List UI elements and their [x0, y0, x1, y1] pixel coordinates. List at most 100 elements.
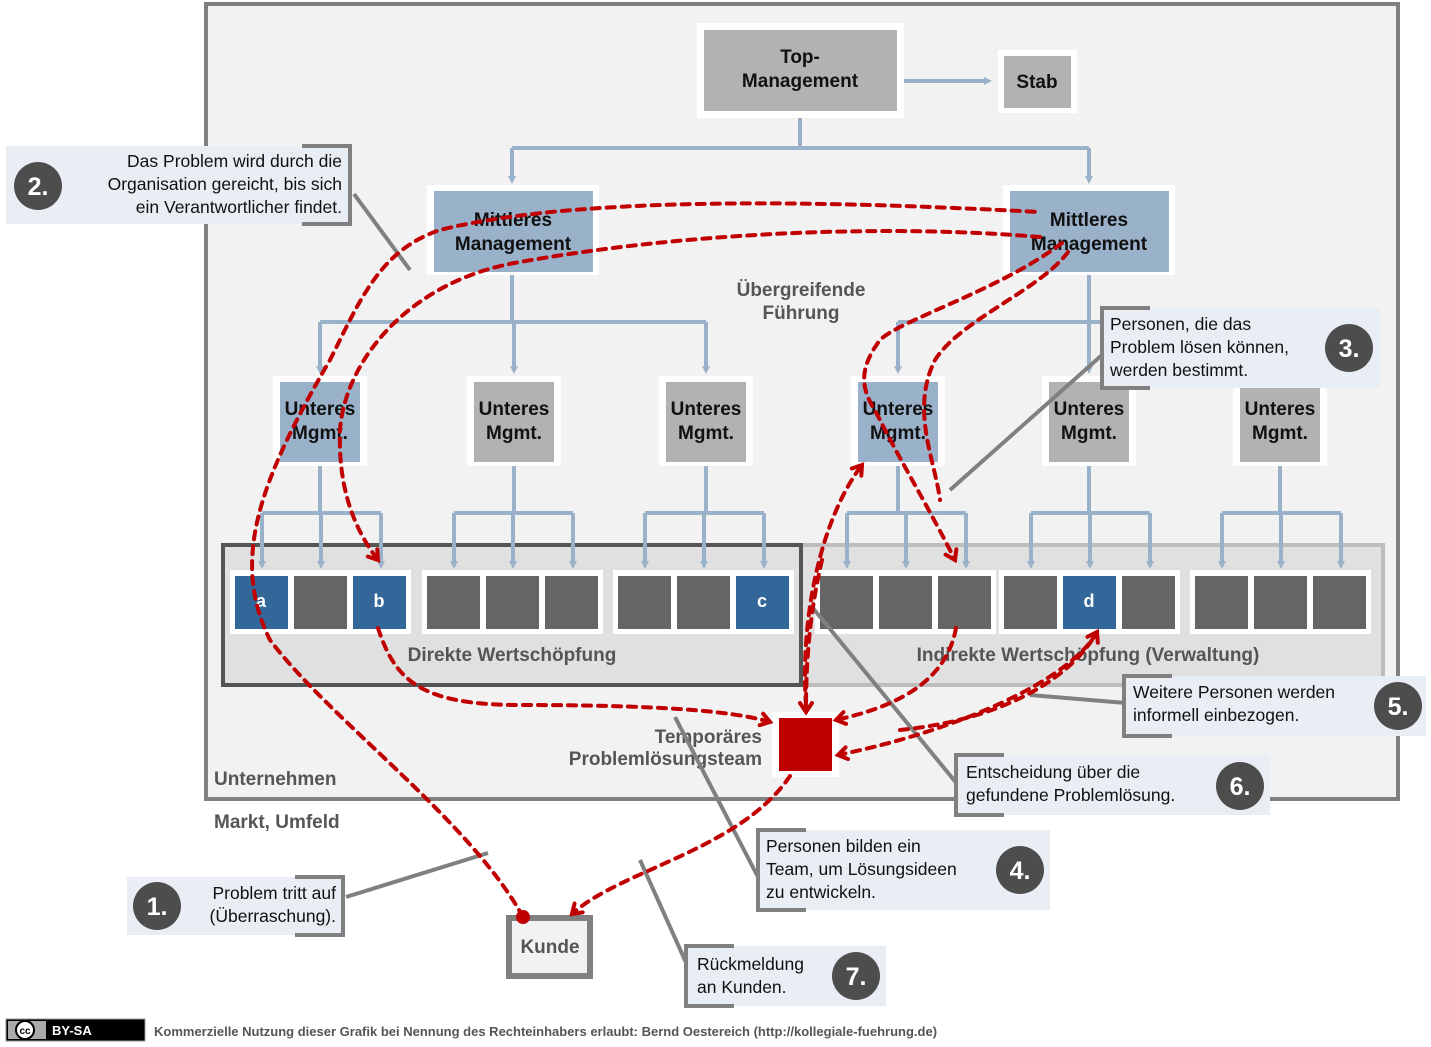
employee-cell: [294, 576, 347, 629]
step-badge: [133, 882, 181, 930]
customer-box: Kunde: [506, 915, 593, 979]
callout-text-line: Problem tritt auf: [212, 883, 336, 903]
overarching-label-2: Führung: [762, 303, 839, 324]
lower-connectors: [258, 462, 1345, 569]
employee-cell: [938, 576, 991, 629]
callout-text-line: Team, um Lösungsideen: [766, 859, 957, 879]
callout-text-line: an Kunden.: [697, 977, 787, 997]
middle-management-right: Mittleres Management: [1003, 185, 1175, 275]
license-label: BY-SA: [52, 1023, 92, 1038]
employee-d: d: [1063, 576, 1116, 629]
callout-text-line: werden bestimmt.: [1109, 360, 1248, 380]
footer-attribution: Kommerzielle Nutzung dieser Grafik bei N…: [154, 1024, 937, 1039]
top-management-label-1: Top-: [780, 47, 820, 68]
employee-b: b: [353, 576, 406, 629]
staff-label: Stab: [1016, 72, 1057, 93]
temp-team-square: [779, 718, 832, 771]
step-badge: [1374, 682, 1422, 730]
callout-text-line: gefundene Problemlösung.: [966, 785, 1175, 805]
flow-middle-right-loop: [922, 250, 1070, 502]
callout-step-1: 1.Problem tritt auf(Überraschung).: [127, 875, 345, 937]
middle-left-label-2: Management: [455, 234, 572, 255]
callout-text-line: Entscheidung über die: [966, 762, 1140, 782]
callout-text-line: ein Verantwortlicher findet.: [136, 197, 342, 217]
temp-team-label-2: Problemlösungsteam: [569, 749, 762, 770]
lower-management-label-2: Mgmt.: [1252, 423, 1308, 444]
callout-text-line: Organisation gereicht, bis sich: [108, 174, 342, 194]
lower-management-label-2: Mgmt.: [678, 423, 734, 444]
cc-icon: [15, 1020, 35, 1040]
employee-c: c: [736, 576, 789, 629]
overarching-label-1: Übergreifende: [737, 280, 866, 301]
lower-management-label-1: Unteres: [479, 399, 550, 420]
callout-pointers: [345, 192, 1127, 968]
step-badge: [996, 846, 1044, 894]
flow-unteres-to-team: [798, 558, 824, 716]
step-badge: [1325, 324, 1373, 372]
lower-management-label-1: Unteres: [1054, 399, 1125, 420]
employee-cell: [1122, 576, 1175, 629]
callout-text-line: Rückmeldung: [697, 954, 804, 974]
employee-label: d: [1084, 591, 1095, 611]
direct-value-label: Direkte Wertschöpfung: [408, 645, 617, 666]
lower-management-label-1: Unteres: [671, 399, 742, 420]
callout-text-line: Das Problem wird durch die: [127, 151, 342, 171]
employee-cell: [618, 576, 671, 629]
callout-step-6: 6. Entscheidung über die gefundene Problem…: [954, 753, 1270, 817]
employee-cell: [820, 576, 873, 629]
callout-text-line: Personen, die das: [1110, 314, 1251, 334]
company-label: Unternehmen: [214, 769, 336, 790]
employee-cell: [677, 576, 730, 629]
step-badge: [1216, 762, 1264, 810]
employee-cell: [486, 576, 539, 629]
step-number: 6.: [1230, 773, 1251, 801]
lower-management-label-1: Unteres: [1245, 399, 1316, 420]
employee-label: a: [256, 591, 267, 611]
employee-cell: [879, 576, 932, 629]
employee-group: d: [999, 570, 1180, 634]
flow-team-to-customer: [569, 774, 792, 917]
step-number: 5.: [1388, 693, 1409, 721]
lower-management-label-2: Mgmt.: [292, 423, 348, 444]
employee-group: [815, 570, 996, 634]
employee-cell: [545, 576, 598, 629]
flow-middle-left-to-b: [337, 229, 1042, 563]
employee-label: c: [757, 591, 767, 611]
license-badge[interactable]: cc BY-SA: [5, 1018, 146, 1042]
top-management-label-2: Management: [742, 71, 859, 92]
lower-management-label-1: Unteres: [285, 399, 356, 420]
employee-cell: [427, 576, 480, 629]
step-number: 3.: [1339, 335, 1360, 363]
employee-group: [1190, 570, 1371, 634]
flow-customer-to-a: [250, 201, 1042, 919]
lower-management-label-2: Mgmt.: [486, 423, 542, 444]
employee-cell: [1313, 576, 1366, 629]
middle-right-label-2: Management: [1031, 234, 1148, 255]
step-number: 2.: [28, 173, 49, 201]
lower-management-label-2: Mgmt.: [1061, 423, 1117, 444]
flow-c-to-team: [832, 626, 958, 726]
market-label: Markt, Umfeld: [214, 812, 340, 833]
employee-group: c: [613, 570, 794, 634]
callout-text-line: Problem lösen können,: [1110, 337, 1289, 357]
staff-box: Stab: [998, 50, 1077, 113]
step-number: 4.: [1010, 857, 1031, 885]
indirect-value-label: Indirekte Wertschöpfung (Verwaltung): [917, 645, 1260, 666]
employee-label: b: [374, 591, 385, 611]
callout-text-line: Weitere Personen werden: [1133, 682, 1335, 702]
customer-label: Kunde: [520, 937, 579, 958]
middle-right-label-1: Mittleres: [1050, 210, 1128, 231]
step-badge: [832, 952, 880, 1000]
flow-b-to-team: [376, 626, 774, 728]
step-number: 1.: [147, 893, 168, 921]
